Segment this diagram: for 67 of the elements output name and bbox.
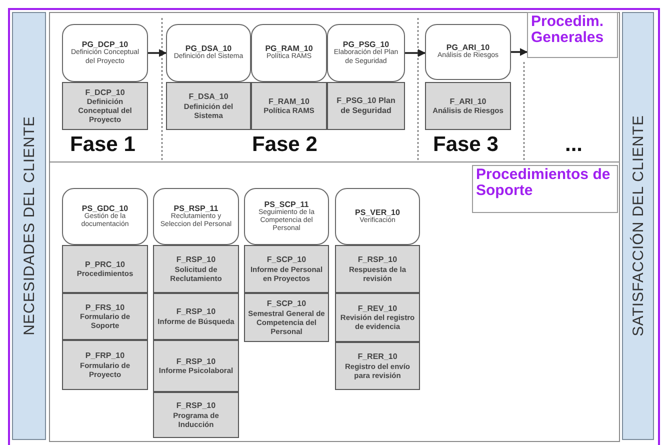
form-code: P_FRP_10 — [84, 351, 126, 361]
form-box — [62, 82, 148, 130]
form-code: F_SCP_10 — [266, 299, 308, 309]
procedure-code: PG_DSA_10 — [185, 44, 232, 54]
procedure-box — [166, 24, 251, 82]
form-code: F_RSP_10 — [356, 255, 398, 265]
procedure-code: PG_PSG_10 — [342, 40, 390, 50]
form-box — [244, 293, 329, 342]
fase-label: Fase 1 — [70, 133, 136, 157]
form-box — [425, 82, 511, 130]
procedure-code: PG_RAM_10 — [265, 44, 313, 54]
procedure-code: PS_SCP_11 — [264, 200, 309, 209]
form-box — [335, 293, 420, 342]
procedure-code: PG_ARI_10 — [446, 43, 490, 52]
form-box — [153, 293, 239, 340]
procedure-box — [251, 24, 327, 82]
procedure-box — [244, 188, 329, 245]
arrow — [511, 48, 528, 56]
form-box — [153, 245, 239, 293]
form-code: F_RSP_10 — [175, 356, 217, 366]
form-code: F_DSA_10 — [188, 92, 230, 102]
form-box — [335, 245, 420, 293]
ellipsis-label: ... — [565, 133, 583, 157]
section-label-box — [472, 165, 618, 213]
form-code: F_RER_10 — [356, 352, 398, 362]
form-box — [335, 342, 420, 390]
form-box — [166, 82, 251, 130]
procedure-code: PS_GDC_10 — [82, 204, 128, 213]
form-box — [62, 245, 148, 293]
form-box — [153, 392, 239, 438]
form-box — [62, 340, 148, 390]
form-code: P_FRS_10 — [84, 302, 126, 312]
procedure-code: PG_DCP_10 — [82, 40, 128, 50]
form-box — [251, 82, 327, 130]
arrow — [148, 49, 167, 57]
procedure-box — [153, 188, 239, 245]
band-label: NECESIDADES DEL CLIENTE — [20, 116, 38, 336]
form-box — [327, 82, 405, 130]
procedure-box — [335, 188, 420, 245]
section-title: Procedim. Generales — [531, 14, 605, 46]
procedure-box — [62, 24, 148, 82]
procedure-code: PS_VER_10 — [355, 208, 400, 217]
procedure-box — [425, 24, 511, 80]
form-code: F_RSP_10 — [175, 307, 217, 317]
section-title: Procedimientos de Soporte — [476, 167, 612, 198]
form-box — [153, 340, 239, 392]
procedure-box — [62, 188, 148, 245]
form-box — [244, 245, 329, 293]
procedure-code: PS_RSP_11 — [174, 204, 218, 213]
section-label-box — [527, 12, 618, 58]
form-code: F_RAM_10 — [268, 96, 310, 106]
form-code: F_ARI_10 — [448, 96, 488, 106]
form-code: F_RSP_10 — [175, 401, 217, 411]
arrow — [405, 49, 426, 57]
form-code: F_RSP_10 — [175, 255, 217, 265]
band-label: SATISFACCIÓN DEL CLIENTE — [630, 115, 646, 337]
side-band — [12, 12, 46, 440]
side-band — [622, 12, 654, 440]
form-code: P_PRC_10 — [84, 260, 126, 270]
procedure-box — [327, 24, 405, 82]
form-box — [62, 293, 148, 340]
fase-label: Fase 2 — [252, 133, 318, 157]
fase-label: Fase 3 — [433, 133, 498, 157]
form-code: F_REV_10 — [356, 304, 398, 314]
form-code: F_DCP_10 — [84, 88, 126, 98]
form-code: F_PSG_10 Plan de Seguridad — [336, 96, 396, 116]
form-code: F_SCP_10 — [266, 255, 308, 265]
